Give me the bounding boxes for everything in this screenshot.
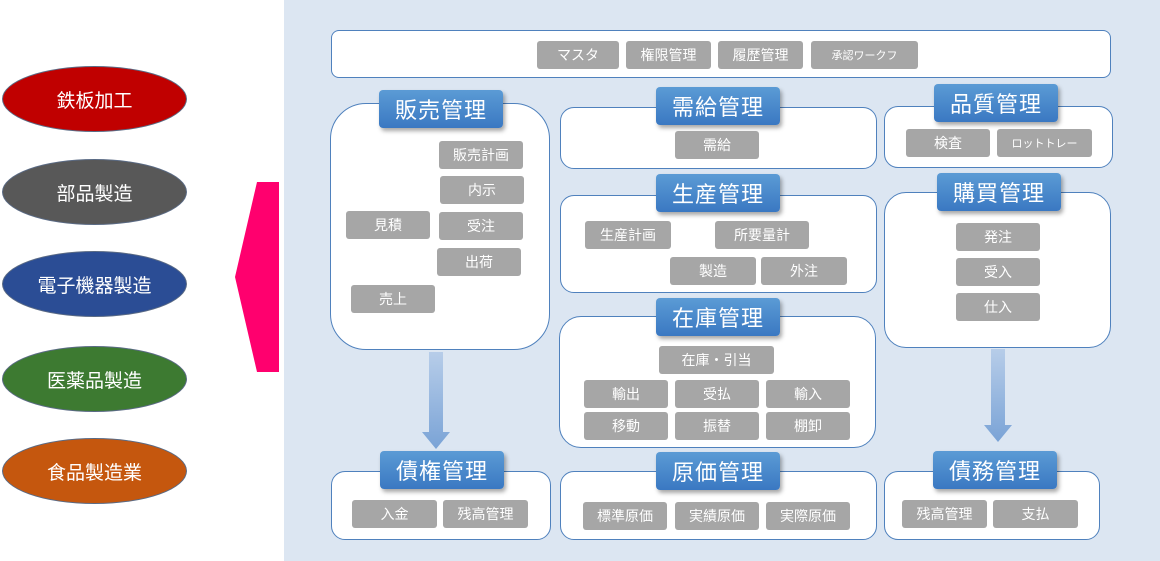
permission-button[interactable]: 権限管理 (626, 41, 711, 69)
sales-plan-button[interactable]: 販売計画 (439, 141, 523, 169)
standard-cost-button[interactable]: 標準原価 (583, 502, 667, 530)
production-plan-button[interactable]: 生産計画 (585, 221, 671, 249)
inventory-header: 在庫管理 (656, 298, 780, 336)
master-button[interactable]: マスタ (537, 41, 619, 69)
down-arrow-icon (422, 352, 450, 449)
sales-header: 販売管理 (379, 90, 503, 128)
industry-food: 食品製造業 (2, 438, 187, 504)
outsourcing-button[interactable]: 外注 (761, 257, 847, 285)
approval-button[interactable]: 承認ワークフ (811, 41, 918, 69)
purchasing-header: 購買管理 (937, 173, 1061, 211)
receive-pay-button[interactable]: 受払 (675, 380, 759, 408)
industry-steel-plate: 鉄板加工 (2, 66, 187, 132)
production-header: 生産管理 (656, 174, 780, 212)
replacement-button[interactable]: 振替 (675, 412, 759, 440)
lot-trace-button[interactable]: ロットトレー (997, 129, 1092, 157)
actual-result-cost-button[interactable]: 実績原価 (675, 502, 759, 530)
purchase-button[interactable]: 仕入 (956, 293, 1040, 321)
industry-pharma: 医薬品製造 (2, 346, 187, 412)
inspection-button[interactable]: 検査 (906, 129, 990, 157)
payable-balance-button[interactable]: 残高管理 (902, 500, 987, 528)
purchase-order-button[interactable]: 発注 (956, 223, 1040, 251)
deposit-button[interactable]: 入金 (352, 500, 437, 528)
industry-parts: 部品製造 (2, 159, 187, 225)
actual-cost-button[interactable]: 実際原価 (766, 502, 850, 530)
industry-electronics: 電子機器製造 (2, 251, 187, 317)
export-button[interactable]: 輸出 (584, 380, 668, 408)
payables-header: 債務管理 (933, 451, 1057, 489)
receivable-balance-button[interactable]: 残高管理 (443, 500, 528, 528)
requirements-calc-button[interactable]: 所要量計 (715, 221, 809, 249)
supply-header: 需給管理 (656, 87, 780, 125)
shipment-button[interactable]: 出荷 (437, 248, 521, 276)
manufacturing-button[interactable]: 製造 (670, 257, 756, 285)
stocktaking-button[interactable]: 棚卸 (766, 412, 850, 440)
stock-allocation-button[interactable]: 在庫・引当 (659, 346, 774, 374)
payment-button[interactable]: 支払 (993, 500, 1078, 528)
estimate-button[interactable]: 見積 (346, 211, 430, 239)
cost-header: 原価管理 (656, 452, 780, 490)
pointer-arrow-shape (235, 182, 279, 372)
supply-demand-button[interactable]: 需給 (675, 131, 759, 159)
order-receipt-button[interactable]: 受注 (439, 212, 523, 240)
goods-receipt-button[interactable]: 受入 (956, 258, 1040, 286)
transfer-button[interactable]: 移動 (584, 412, 668, 440)
internal-notice-button[interactable]: 内示 (440, 176, 524, 204)
revenue-button[interactable]: 売上 (351, 285, 435, 313)
quality-header: 品質管理 (934, 84, 1058, 122)
receivables-header: 債権管理 (380, 451, 504, 489)
import-button[interactable]: 輸入 (766, 380, 850, 408)
down-arrow-icon (984, 349, 1012, 442)
history-button[interactable]: 履歴管理 (718, 41, 803, 69)
